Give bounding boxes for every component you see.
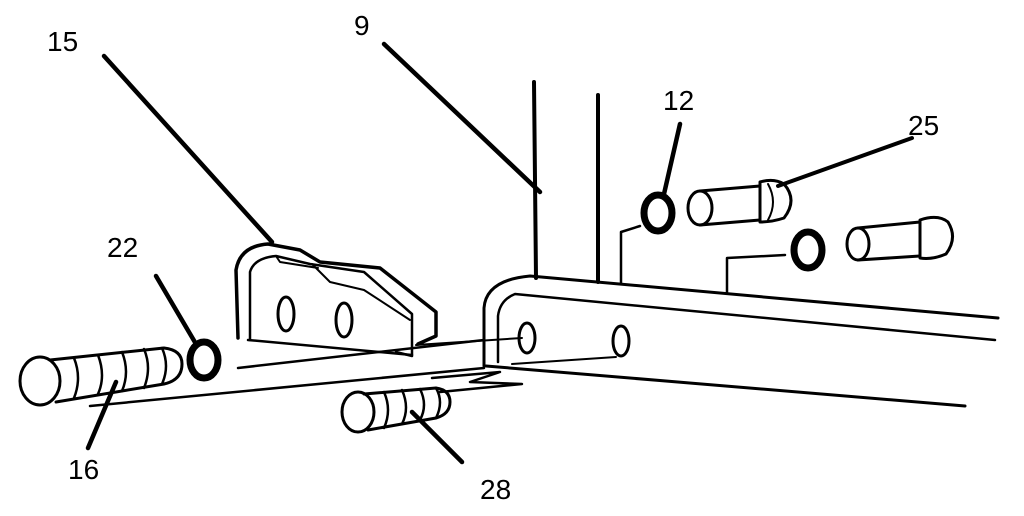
label-15: 15 [47, 26, 79, 57]
label-12: 12 [663, 85, 695, 116]
pin-part-16 [18, 346, 184, 407]
washer-part-12 [640, 191, 676, 235]
washer-part-22 [186, 338, 222, 382]
bracket-clip-part-15 [234, 242, 438, 358]
leader-15 [101, 53, 275, 245]
leader-lines [85, 41, 914, 465]
label-9: 9 [354, 10, 370, 41]
label-16: 16 [68, 454, 100, 485]
leader-9 [381, 41, 543, 195]
leader-12 [661, 121, 683, 197]
lower-rail [88, 338, 524, 408]
leader-25 [776, 136, 914, 188]
leader-28 [409, 409, 465, 465]
label-28: 28 [480, 474, 512, 505]
label-22: 22 [107, 232, 139, 263]
bushing-part-25 [686, 178, 793, 227]
label-25: 25 [908, 110, 940, 141]
screw-part-28 [340, 386, 452, 434]
leader-16 [85, 379, 119, 451]
leader-22 [153, 273, 199, 347]
washer-right [790, 228, 826, 272]
frame-uprights [532, 80, 787, 294]
bushing-right [845, 215, 954, 262]
